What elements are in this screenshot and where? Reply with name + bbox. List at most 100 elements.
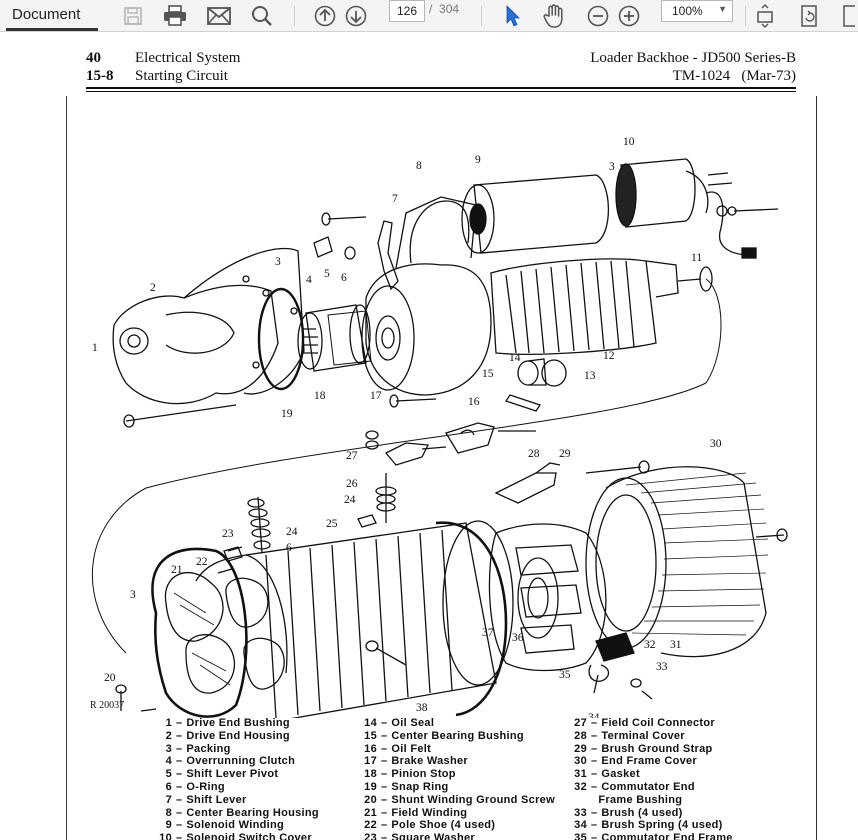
print-button[interactable]	[161, 0, 189, 32]
legend-item: 35–Commutator End Frame	[565, 832, 733, 840]
search-button[interactable]	[248, 0, 276, 32]
legend-number: 17	[364, 755, 377, 768]
legend-number: 20	[364, 793, 377, 806]
callout-22: 22	[196, 556, 208, 568]
callout-3c: 3	[130, 589, 136, 601]
zoom-out-button[interactable]	[585, 0, 611, 32]
callout-28: 28	[528, 448, 540, 460]
legend-dash: –	[381, 742, 388, 755]
figure-frame-left	[66, 96, 67, 840]
legend-number: 18	[364, 768, 377, 781]
legend-dash: –	[381, 768, 388, 781]
legend-number: 14	[364, 717, 377, 729]
callout-1: 1	[92, 342, 98, 354]
legend-dash: –	[591, 806, 598, 819]
page-total: 304	[439, 2, 460, 16]
callout-19: 19	[281, 408, 293, 420]
legend-text: O-Ring	[186, 780, 225, 793]
legend-text: Field Coil Connector	[601, 717, 715, 729]
legend-dash: –	[591, 768, 598, 781]
callout-38: 38	[416, 702, 428, 714]
previous-page-button[interactable]	[312, 0, 338, 32]
toolbar-separator	[745, 6, 746, 26]
legend-text: Overrunning Clutch	[186, 755, 296, 768]
legend-item: 18–Pinion Stop	[355, 768, 555, 781]
legend-text: Shift Lever Pivot	[186, 768, 279, 781]
zoom-out-icon	[587, 5, 609, 27]
callout-13: 13	[584, 370, 596, 382]
zoom-select[interactable]: 100% ▼	[661, 0, 733, 22]
legend-number: 28	[574, 729, 587, 742]
figure-frame-right	[816, 96, 817, 840]
legend-text: Commutator End	[601, 780, 695, 793]
legend-number	[565, 794, 587, 807]
legend-dash: –	[381, 729, 388, 742]
legend-number: 16	[364, 742, 377, 755]
more-tools-button[interactable]	[838, 0, 858, 32]
legend-item: 9–Solenoid Winding	[150, 819, 319, 832]
callout-2: 2	[150, 282, 156, 294]
legend-text: Oil Felt	[391, 742, 432, 755]
legend-number: 32	[574, 780, 587, 793]
legend-dash: –	[176, 729, 183, 742]
legend-text: Snap Ring	[391, 780, 449, 793]
page-count: / 304	[429, 0, 459, 20]
email-button[interactable]	[205, 0, 233, 32]
active-tab-indicator	[6, 28, 98, 31]
callout-6b: 6	[286, 542, 292, 554]
hand-tool-button[interactable]	[540, 0, 568, 32]
page-separator: /	[429, 2, 433, 16]
legend-number: 23	[364, 832, 377, 840]
rotate-button[interactable]	[796, 0, 822, 32]
legend-item: 31–Gasket	[565, 768, 733, 781]
legend-number: 10	[159, 832, 172, 840]
legend-text: Field Winding	[391, 806, 468, 819]
legend-text: Brush (4 used)	[601, 806, 683, 819]
panel-icon	[843, 5, 855, 27]
callout-16: 16	[468, 396, 480, 408]
legend-item: 2–Drive End Housing	[150, 730, 319, 743]
legend-dash: –	[381, 717, 388, 729]
legend-text: Frame Bushing	[598, 793, 683, 806]
legend-number: 29	[574, 742, 587, 755]
document-tab[interactable]: Document	[12, 6, 81, 23]
callout-14: 14	[509, 352, 521, 364]
legend-item: 22–Pole Shoe (4 used)	[355, 819, 555, 832]
part-callouts: 1 2 3 4 5 6 7 8 9 10 3 11 12 13 14 15 16…	[92, 136, 722, 718]
rotate-icon	[801, 5, 817, 27]
callout-35: 35	[559, 669, 571, 681]
save-button[interactable]	[120, 0, 146, 32]
fit-page-button[interactable]	[752, 0, 778, 32]
section-title: Electrical System	[135, 50, 241, 66]
legend-text: Solenoid Switch Cover	[186, 832, 312, 840]
legend-text: Oil Seal	[391, 717, 435, 729]
section-number: 40	[86, 50, 101, 66]
zoom-in-button[interactable]	[616, 0, 642, 32]
legend-dash: –	[381, 832, 388, 840]
legend-item: Frame Bushing	[565, 794, 733, 807]
legend-dash: –	[176, 780, 183, 793]
callout-3b: 3	[609, 161, 615, 173]
callout-30: 30	[710, 438, 722, 450]
legend-item: 15–Center Bearing Bushing	[355, 730, 555, 743]
legend-text: End Frame Cover	[601, 755, 698, 768]
legend-number: 15	[364, 729, 377, 742]
zoom-value: 100%	[672, 4, 703, 18]
legend-dash: –	[176, 717, 183, 729]
legend-text: Pole Shoe (4 used)	[391, 819, 496, 832]
callout-8: 8	[416, 160, 422, 172]
save-icon	[124, 7, 142, 25]
select-tool-button[interactable]	[500, 0, 526, 32]
legend-number: 7	[165, 793, 172, 806]
next-page-button[interactable]	[343, 0, 369, 32]
legend-number: 3	[165, 742, 172, 755]
legend-dash: –	[591, 742, 598, 755]
legend-text: Terminal Cover	[601, 729, 685, 742]
legend-number: 9	[165, 819, 172, 832]
legend-item: 29–Brush Ground Strap	[565, 743, 733, 756]
legend-dash: –	[381, 793, 388, 806]
legend-number: 34	[574, 819, 587, 832]
page-number-input[interactable]	[389, 0, 425, 22]
zoom-in-icon	[618, 5, 640, 27]
